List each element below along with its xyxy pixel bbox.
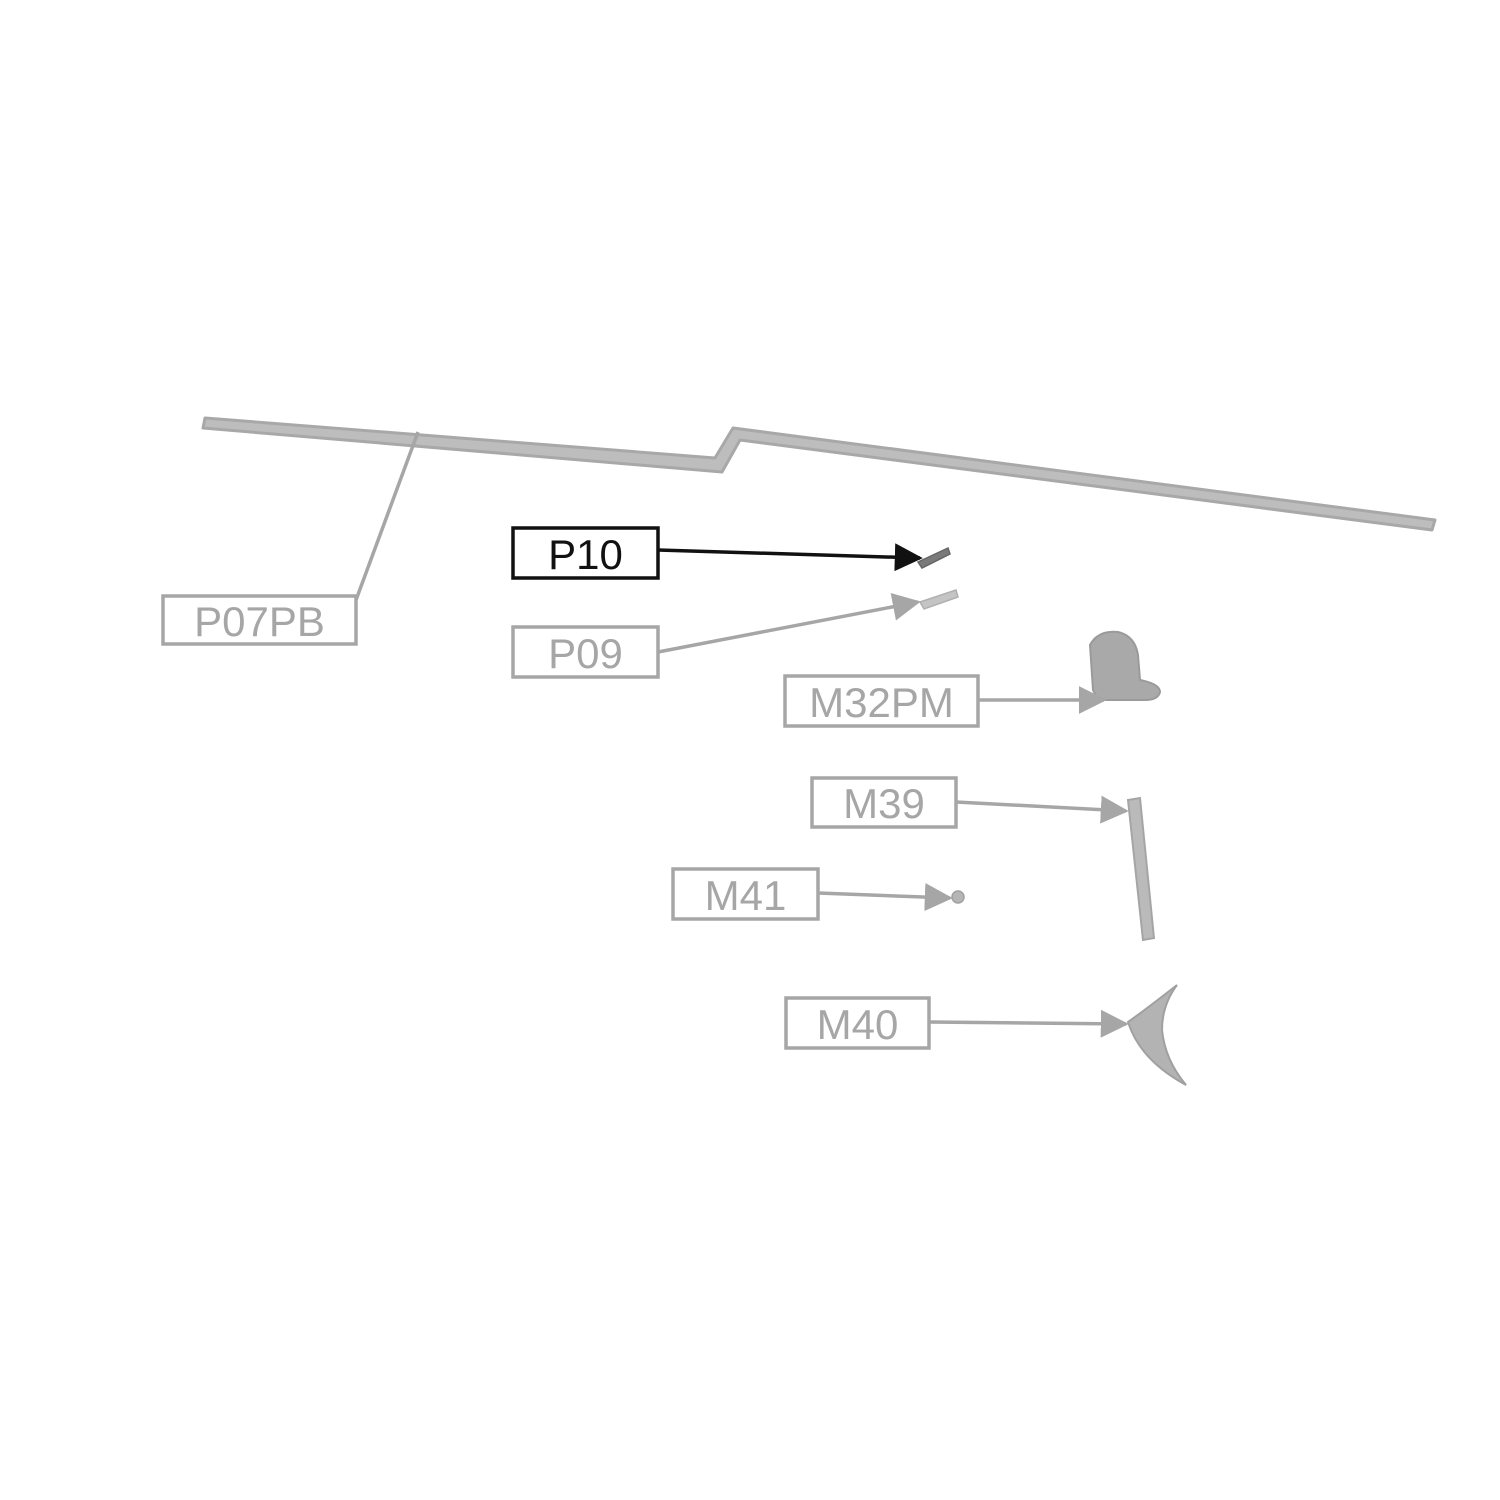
- label-m32pm-text: M32PM: [809, 679, 954, 726]
- part-p09-pin: [918, 589, 959, 610]
- label-p09: P09: [511, 625, 660, 679]
- part-m39-bar: [1126, 796, 1156, 942]
- label-m32pm: M32PM: [783, 674, 980, 728]
- label-p10: P10: [511, 526, 660, 580]
- label-p07pb-text: P07PB: [194, 598, 325, 645]
- label-m40-text: M40: [817, 1001, 899, 1048]
- leader-p10: [657, 543, 923, 572]
- label-m39: M39: [810, 776, 958, 829]
- part-p10-pin: [916, 546, 951, 569]
- leader-m41: [817, 883, 953, 912]
- label-m40: M40: [784, 996, 931, 1050]
- leader-m39: [955, 795, 1129, 824]
- leader-p07pb: [354, 431, 420, 601]
- leader-p09: [657, 593, 921, 654]
- part-m40-crescent: [1126, 984, 1187, 1086]
- label-p10-text: P10: [548, 531, 623, 578]
- part-p07pb-rod: [201, 416, 1437, 532]
- label-p09-text: P09: [548, 630, 623, 677]
- label-m41: M41: [671, 867, 820, 921]
- label-p07pb: P07PB: [161, 594, 358, 646]
- leader-m40: [928, 1009, 1129, 1038]
- label-m41-text: M41: [705, 872, 787, 919]
- part-m32pm-cap: [1088, 630, 1162, 701]
- label-m39-text: M39: [843, 780, 925, 827]
- part-m41-pin: [951, 890, 965, 904]
